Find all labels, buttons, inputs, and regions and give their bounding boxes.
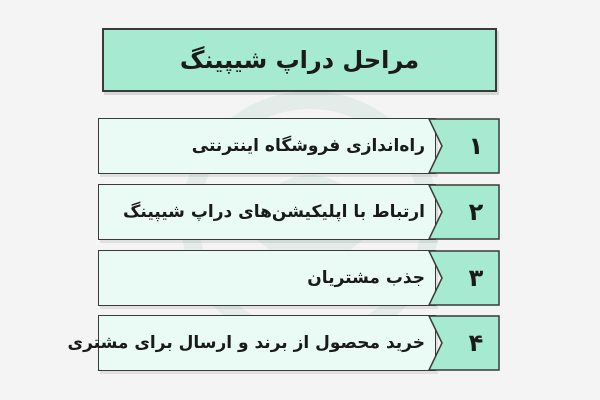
step-number-2: ۲	[468, 198, 484, 226]
step-row-3: جذب مشتریان ۳	[98, 250, 500, 306]
step-bar-2: ارتباط با اپلیکیشن‌های دراپ شیپینگ	[98, 184, 436, 240]
step-arrow-3	[428, 250, 500, 306]
page-title: مراحل دراپ شیپینگ	[179, 46, 420, 74]
step-row-1: راه‌اندازی فروشگاه اینترنتی ۱	[98, 118, 500, 174]
step-number-1: ۱	[468, 132, 484, 160]
step-arrow-2	[428, 184, 500, 240]
step-number-3: ۳	[468, 264, 484, 292]
step-bar-3: جذب مشتریان	[98, 250, 436, 306]
step-row-2: ارتباط با اپلیکیشن‌های دراپ شیپینگ ۲	[98, 184, 500, 240]
step-bar-1: راه‌اندازی فروشگاه اینترنتی	[98, 118, 436, 174]
step-label-2: ارتباط با اپلیکیشن‌های دراپ شیپینگ	[123, 202, 425, 222]
step-number-4: ۴	[468, 329, 484, 357]
step-label-4: خرید محصول از برند و ارسال برای مشتری	[67, 333, 426, 353]
step-arrow-1	[428, 118, 500, 174]
step-row-4: خرید محصول از برند و ارسال برای مشتری ۴	[68, 315, 500, 371]
step-bar-4: خرید محصول از برند و ارسال برای مشتری	[68, 315, 436, 371]
step-arrow-4	[428, 315, 500, 371]
step-label-1: راه‌اندازی فروشگاه اینترنتی	[191, 136, 425, 156]
title-banner: مراحل دراپ شیپینگ	[102, 28, 497, 92]
step-label-3: جذب مشتریان	[307, 268, 425, 288]
